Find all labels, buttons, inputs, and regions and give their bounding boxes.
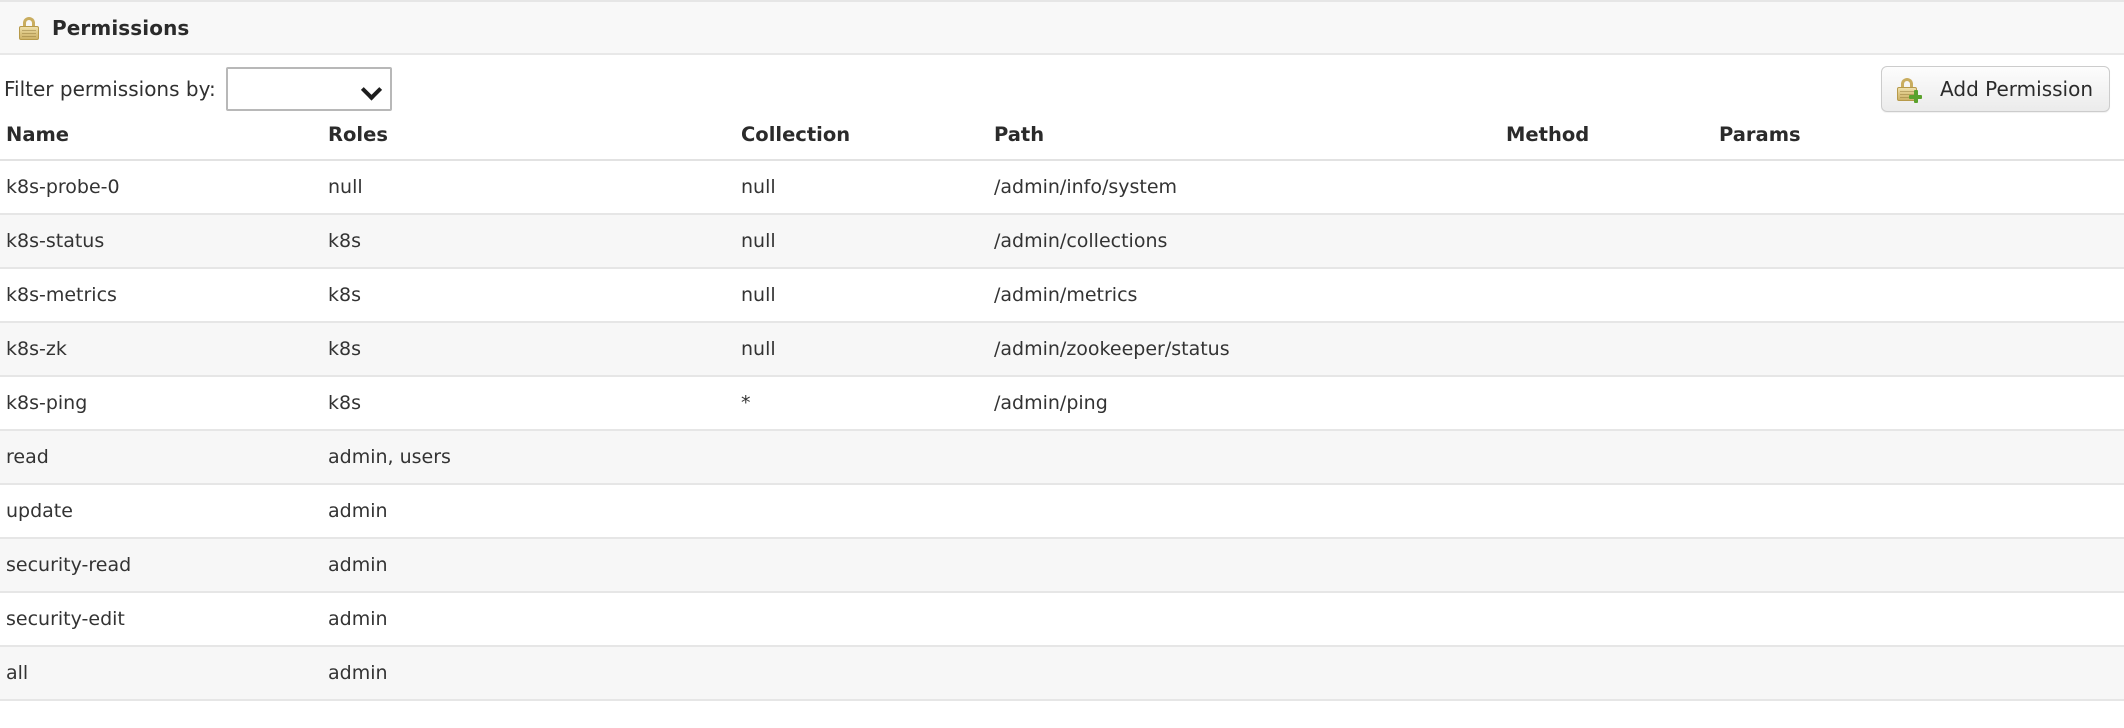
cell-roles: k8s (328, 214, 741, 269)
cell-method (1506, 268, 1719, 323)
cell-path (994, 430, 1506, 485)
permissions-toolbar: Filter permissions by: Add Permission (0, 55, 2124, 123)
cell-method (1506, 322, 1719, 377)
add-permission-button-label: Add Permission (1940, 77, 2093, 101)
cell-name: security-edit (0, 592, 328, 647)
cell-collection (741, 538, 994, 593)
column-header-path[interactable]: Path (994, 123, 1506, 161)
cell-collection: null (741, 160, 994, 215)
cell-path: /admin/collections (994, 214, 1506, 269)
cell-name: security-read (0, 538, 328, 593)
column-header-roles[interactable]: Roles (328, 123, 741, 161)
filter-permissions-select[interactable] (225, 67, 392, 111)
cell-params (1719, 322, 2124, 377)
cell-method (1506, 538, 1719, 593)
cell-roles: admin (328, 646, 741, 701)
table-header-row: Name Roles Collection Path Method Params (0, 123, 2124, 161)
cell-name: k8s-ping (0, 376, 328, 431)
cell-params (1719, 160, 2124, 215)
cell-roles: k8s (328, 376, 741, 431)
lock-icon (18, 16, 40, 40)
column-header-name[interactable]: Name (0, 123, 328, 161)
page-title: Permissions (52, 15, 190, 40)
cell-method (1506, 160, 1719, 215)
cell-roles: admin (328, 484, 741, 539)
cell-collection: null (741, 322, 994, 377)
cell-name: read (0, 430, 328, 485)
filter-permissions-select-wrap[interactable] (225, 67, 392, 111)
cell-collection (741, 592, 994, 647)
cell-params (1719, 484, 2124, 539)
cell-params (1719, 430, 2124, 485)
cell-collection (741, 430, 994, 485)
cell-params (1719, 538, 2124, 593)
cell-params (1719, 214, 2124, 269)
cell-name: k8s-metrics (0, 268, 328, 323)
column-header-method[interactable]: Method (1506, 123, 1719, 161)
cell-collection: null (741, 268, 994, 323)
cell-path: /admin/zookeeper/status (994, 322, 1506, 377)
cell-method (1506, 484, 1719, 539)
cell-path: /admin/ping (994, 376, 1506, 431)
cell-roles: null (328, 160, 741, 215)
cell-roles: k8s (328, 322, 741, 377)
cell-path (994, 592, 1506, 647)
cell-collection (741, 646, 994, 701)
cell-name: all (0, 646, 328, 701)
cell-path (994, 538, 1506, 593)
cell-name: k8s-probe-0 (0, 160, 328, 215)
permissions-table: Name Roles Collection Path Method Params… (0, 123, 2124, 701)
cell-name: k8s-zk (0, 322, 328, 377)
cell-params (1719, 268, 2124, 323)
cell-roles: admin (328, 592, 741, 647)
cell-roles: k8s (328, 268, 741, 323)
cell-collection: * (741, 376, 994, 431)
cell-method (1506, 376, 1719, 431)
permissions-table-head: Name Roles Collection Path Method Params (0, 123, 2124, 161)
lock-add-icon (1896, 77, 1923, 103)
cell-name: k8s-status (0, 214, 328, 269)
cell-method (1506, 592, 1719, 647)
cell-collection (741, 484, 994, 539)
cell-params (1719, 646, 2124, 701)
column-header-collection[interactable]: Collection (741, 123, 994, 161)
cell-params (1719, 376, 2124, 431)
cell-name: update (0, 484, 328, 539)
filter-permissions-label: Filter permissions by: (4, 77, 216, 101)
cell-path: /admin/metrics (994, 268, 1506, 323)
cell-method (1506, 214, 1719, 269)
cell-params (1719, 592, 2124, 647)
cell-path (994, 484, 1506, 539)
cell-method (1506, 646, 1719, 701)
cell-method (1506, 430, 1719, 485)
add-permission-button[interactable]: Add Permission (1881, 66, 2110, 112)
cell-path (994, 646, 1506, 701)
cell-roles: admin (328, 538, 741, 593)
cell-collection: null (741, 214, 994, 269)
cell-roles: admin, users (328, 430, 741, 485)
column-header-params[interactable]: Params (1719, 123, 2124, 161)
cell-path: /admin/info/system (994, 160, 1506, 215)
permissions-panel-header: Permissions (0, 0, 2124, 55)
